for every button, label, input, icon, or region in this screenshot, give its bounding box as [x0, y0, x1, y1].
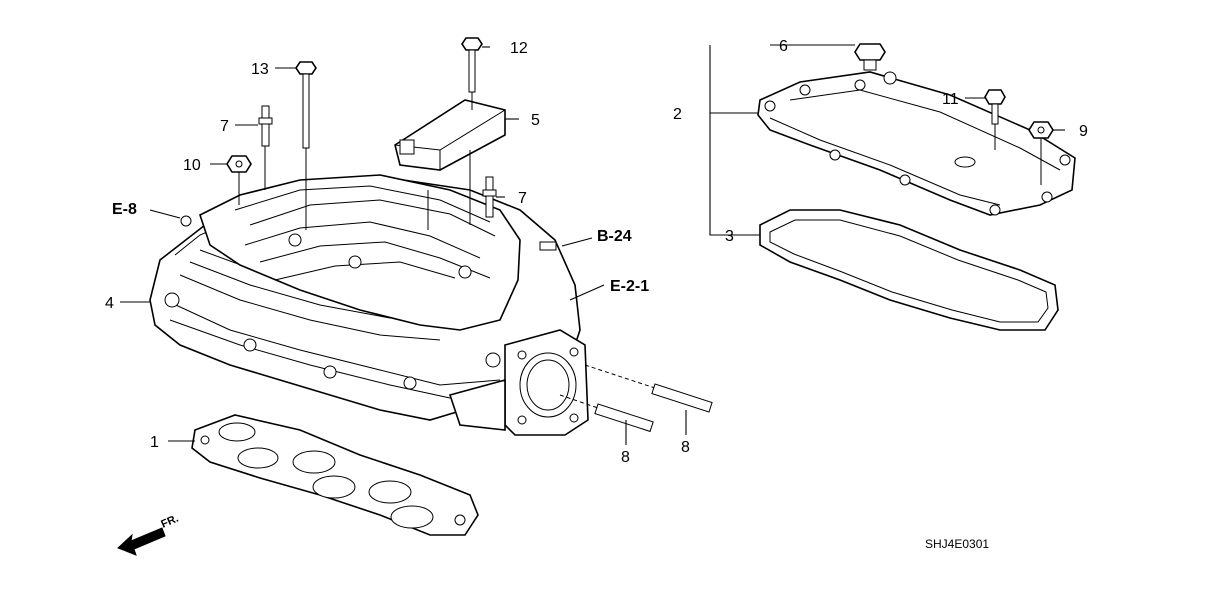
flange-bolt-12: [461, 37, 483, 110]
nut-9: [1028, 121, 1054, 185]
cover-gasket: [759, 209, 1059, 331]
long-bolt-13: [295, 61, 317, 230]
stud-bolt-8b: [559, 394, 654, 433]
bolt-11: [984, 89, 1006, 150]
callout-13: 13: [251, 61, 269, 78]
fitting-b24: [539, 241, 557, 251]
callout-8-right: 8: [681, 439, 690, 456]
callout-7-left: 7: [220, 118, 229, 135]
fitting-e8: [180, 215, 192, 227]
callout-8-left: 8: [621, 449, 630, 466]
ref-b24: B-24: [597, 228, 632, 245]
callout-5: 5: [531, 112, 540, 129]
callout-3: 3: [725, 228, 734, 245]
diagram-code: SHJ4E0301: [925, 537, 989, 551]
cap-6: [854, 43, 886, 71]
callout-9: 9: [1079, 123, 1088, 140]
ref-e8: E-8: [112, 201, 137, 218]
callout-10: 10: [183, 157, 201, 174]
bracket: [394, 99, 506, 230]
stud-bolt-8a: [584, 364, 713, 413]
leader-lines: [120, 44, 1065, 445]
manifold-cover: [757, 71, 1076, 216]
manifold-gasket: [191, 414, 479, 536]
ref-e21: E-2-1: [610, 278, 649, 295]
intake-manifold-plenum: [199, 174, 521, 331]
throttle-body-flange: [448, 329, 589, 436]
callout-7-right: 7: [518, 190, 527, 207]
callout-12: 12: [510, 40, 528, 57]
stud-7-right: [482, 176, 497, 218]
front-indicator-label: FR.: [159, 513, 180, 531]
front-arrow-icon: [117, 527, 166, 556]
callout-2: 2: [673, 106, 682, 123]
callout-6: 6: [779, 38, 788, 55]
stud-7-left: [258, 105, 273, 190]
callout-11: 11: [942, 91, 959, 108]
callout-4: 4: [105, 295, 114, 312]
callout-1: 1: [150, 434, 159, 451]
